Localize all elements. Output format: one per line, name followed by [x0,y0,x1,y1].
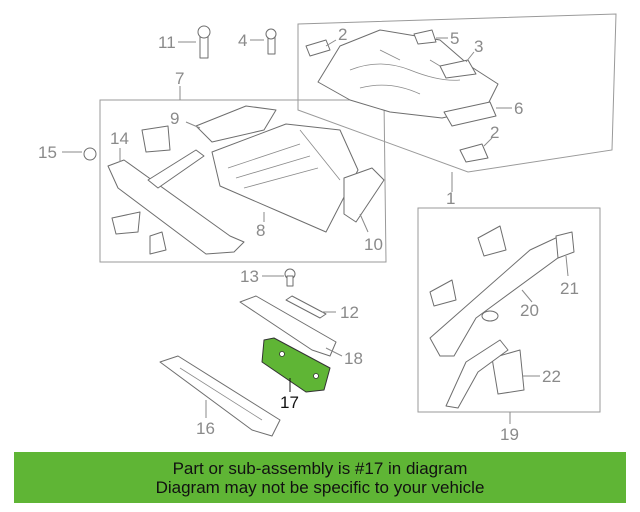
grommet-15-icon[interactable] [83,147,97,161]
floor-bracket-5[interactable] [413,29,437,45]
callout-7: 7 [175,69,184,88]
grommet-ring-icon [481,310,499,322]
leader-20 [521,289,533,303]
callout-14: 14 [110,129,129,148]
bracket-22[interactable] [491,349,525,395]
bracket-12[interactable] [285,295,327,319]
banner-line-2: Diagram may not be specific to your vehi… [155,477,485,497]
callout-8: 8 [256,221,265,240]
reinforcement-17[interactable] [261,337,331,393]
callout-2-bottom: 2 [490,123,499,142]
leader-10 [359,213,369,233]
callout-9: 9 [170,109,179,128]
leader-2b [483,137,493,147]
leader-9 [185,121,201,129]
leader-21 [565,255,569,277]
bolt-11-icon[interactable] [197,25,211,59]
callout-1: 1 [446,189,455,208]
callout-20: 20 [520,301,539,320]
bracket-21[interactable] [555,231,575,259]
rear-crossmember-6[interactable] [443,101,497,127]
side-member-14[interactable] [107,159,245,255]
floor-member-9[interactable] [195,105,277,143]
highlight-banner: Part or sub-assembly is #17 in diagram D… [14,452,626,503]
side-rail-bracket-b[interactable] [477,225,507,257]
callout-22: 22 [542,367,561,386]
side-rail-lower[interactable] [445,339,509,409]
side-sill-10[interactable] [343,167,385,223]
callout-13: 13 [240,267,259,286]
rear-floor-pan[interactable] [317,29,499,119]
callout-11: 11 [158,33,176,52]
floor-bracket-2-top[interactable] [305,39,331,57]
floor-bracket-2-bottom[interactable] [459,143,489,163]
leader-18 [325,347,343,357]
callout-10: 10 [364,235,383,254]
crossmember-16[interactable] [159,355,281,437]
callout-6: 6 [514,99,523,118]
side-rail-bracket-a[interactable] [429,279,457,307]
callout-18: 18 [344,349,363,368]
floor-bracket-3[interactable] [439,59,477,79]
banner-line-1: Part or sub-assembly is #17 in diagram [172,458,468,478]
callout-5: 5 [450,29,459,48]
floor-reinforcement-bar[interactable] [147,149,205,189]
callout-15: 15 [38,143,57,162]
frame-group-19 [417,207,601,413]
plug-13-icon[interactable] [284,268,296,287]
callout-4: 4 [238,31,247,50]
frame-group-1 [297,13,617,173]
callout-16: 16 [196,419,215,438]
callout-3: 3 [474,37,483,56]
bolt-4-icon[interactable] [265,28,277,55]
crossmember-18[interactable] [239,295,337,357]
side-rail-20[interactable] [429,235,567,357]
frame-group-7 [99,99,387,263]
callout-21: 21 [560,279,579,298]
floor-bracket-a[interactable] [141,125,171,153]
leader-2a [325,39,337,47]
callout-19: 19 [500,425,519,444]
leader-3 [465,51,475,63]
floor-bracket-b[interactable] [111,211,141,235]
callout-17: 17 [280,393,299,412]
front-floor-pan-8[interactable] [211,123,359,233]
callout-12: 12 [340,303,359,322]
floor-bracket-c[interactable] [149,231,167,255]
callout-2-top: 2 [338,25,347,44]
